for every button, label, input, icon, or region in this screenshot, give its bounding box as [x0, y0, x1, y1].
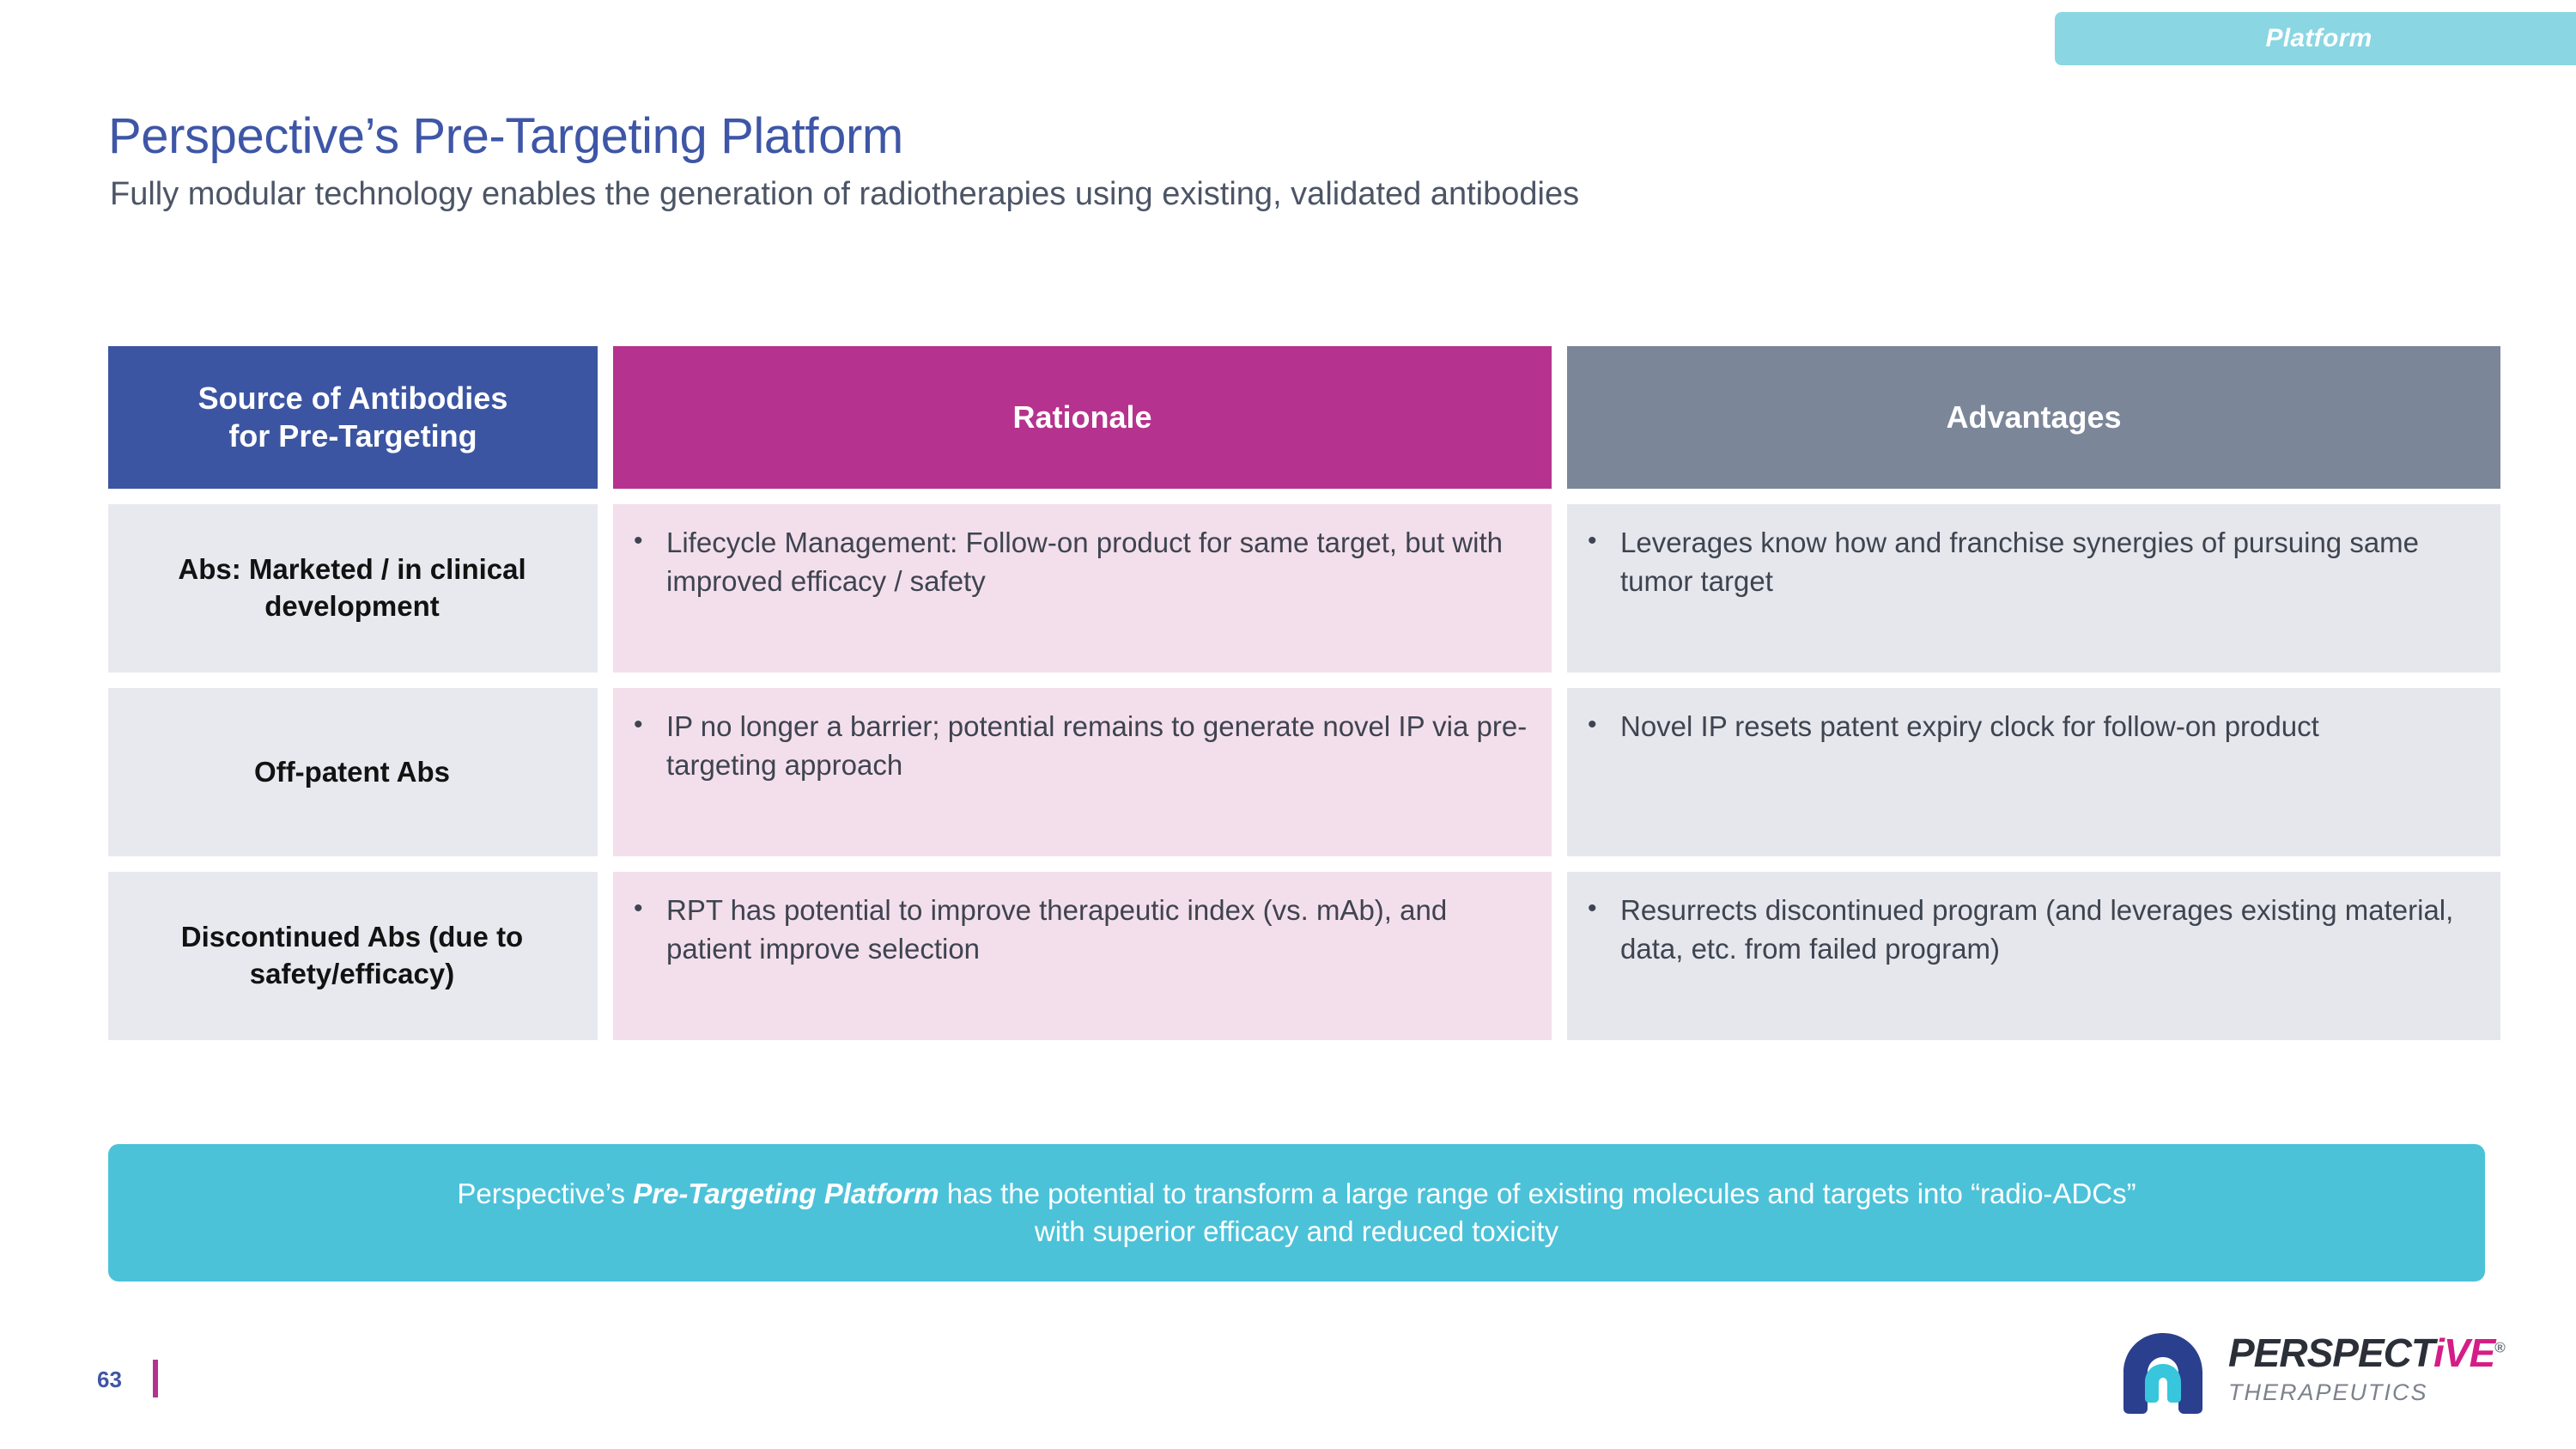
logo-word-main: PERSPECT — [2228, 1330, 2434, 1375]
summary-callout-line1: Perspective’s Pre-Targeting Platform has… — [457, 1175, 2136, 1213]
cell-rationale: • RPT has potential to improve therapeut… — [613, 872, 1552, 1040]
page-subtitle: Fully modular technology enables the gen… — [110, 176, 1580, 212]
cell-advantages-text: Resurrects discontinued program (and lev… — [1620, 894, 2454, 965]
logo-word-accent: iVE — [2433, 1330, 2495, 1375]
page-title: Perspective’s Pre-Targeting Platform — [108, 107, 903, 164]
cell-advantages: • Leverages know how and franchise syner… — [1567, 504, 2500, 673]
cell-source: Off-patent Abs — [108, 688, 598, 856]
cell-rationale-text: Lifecycle Management: Follow-on product … — [666, 527, 1503, 598]
cell-advantages: • Novel IP resets patent expiry clock fo… — [1567, 688, 2500, 856]
column-header-rationale: Rationale — [613, 346, 1552, 489]
logo-wordmark: PERSPECTiVE® THERAPEUTICS — [2228, 1330, 2506, 1405]
cell-source: Abs: Marketed / in clinical development — [108, 504, 598, 673]
registered-trademark-icon: ® — [2494, 1339, 2505, 1356]
bullet-icon: • — [1588, 894, 1597, 922]
cell-rationale-text: IP no longer a barrier; potential remain… — [666, 710, 1528, 782]
cell-source: Discontinued Abs (due to safety/efficacy… — [108, 872, 598, 1040]
perspective-arch-icon — [2117, 1330, 2209, 1416]
comparison-table: Source of Antibodies for Pre-Targeting R… — [108, 346, 2500, 1056]
cell-rationale-text: RPT has potential to improve therapeutic… — [666, 894, 1448, 965]
logo-word: PERSPECTiVE® — [2228, 1330, 2506, 1375]
bullet-icon: • — [1588, 710, 1597, 739]
table-header-row: Source of Antibodies for Pre-Targeting R… — [108, 346, 2500, 489]
cell-rationale: • Lifecycle Management: Follow-on produc… — [613, 504, 1552, 673]
callout-suffix: has the potential to transform a large r… — [939, 1177, 2136, 1209]
cell-advantages: • Resurrects discontinued program (and l… — [1567, 872, 2500, 1040]
table-row: Discontinued Abs (due to safety/efficacy… — [108, 872, 2500, 1040]
bullet-icon: • — [1588, 527, 1597, 555]
cell-rationale: • IP no longer a barrier; potential rema… — [613, 688, 1552, 856]
column-header-advantages: Advantages — [1567, 346, 2500, 489]
column-header-source: Source of Antibodies for Pre-Targeting — [108, 346, 598, 489]
section-badge-label: Platform — [2265, 24, 2372, 52]
column-header-source-line2: for Pre-Targeting — [228, 418, 477, 454]
footer-divider — [153, 1360, 158, 1397]
cell-advantages-text: Novel IP resets patent expiry clock for … — [1620, 710, 2319, 742]
bullet-icon: • — [634, 527, 643, 555]
logo-subtitle: THERAPEUTICS — [2228, 1379, 2428, 1405]
bullet-icon: • — [634, 710, 643, 739]
table-row: Off-patent Abs • IP no longer a barrier;… — [108, 688, 2500, 856]
company-logo: PERSPECTiVE® THERAPEUTICS — [2117, 1328, 2520, 1422]
table-row: Abs: Marketed / in clinical development … — [108, 504, 2500, 673]
page-number: 63 — [97, 1367, 122, 1392]
cell-advantages-text: Leverages know how and franchise synergi… — [1620, 527, 2420, 598]
callout-emphasis: Pre-Targeting Platform — [633, 1177, 939, 1209]
summary-callout-line2: with superior efficacy and reduced toxic… — [1034, 1215, 1559, 1247]
bullet-icon: • — [634, 894, 643, 922]
callout-prefix: Perspective’s — [457, 1177, 634, 1209]
column-header-source-line1: Source of Antibodies — [197, 381, 508, 417]
section-badge: Platform — [2055, 12, 2576, 65]
summary-callout: Perspective’s Pre-Targeting Platform has… — [108, 1144, 2485, 1282]
